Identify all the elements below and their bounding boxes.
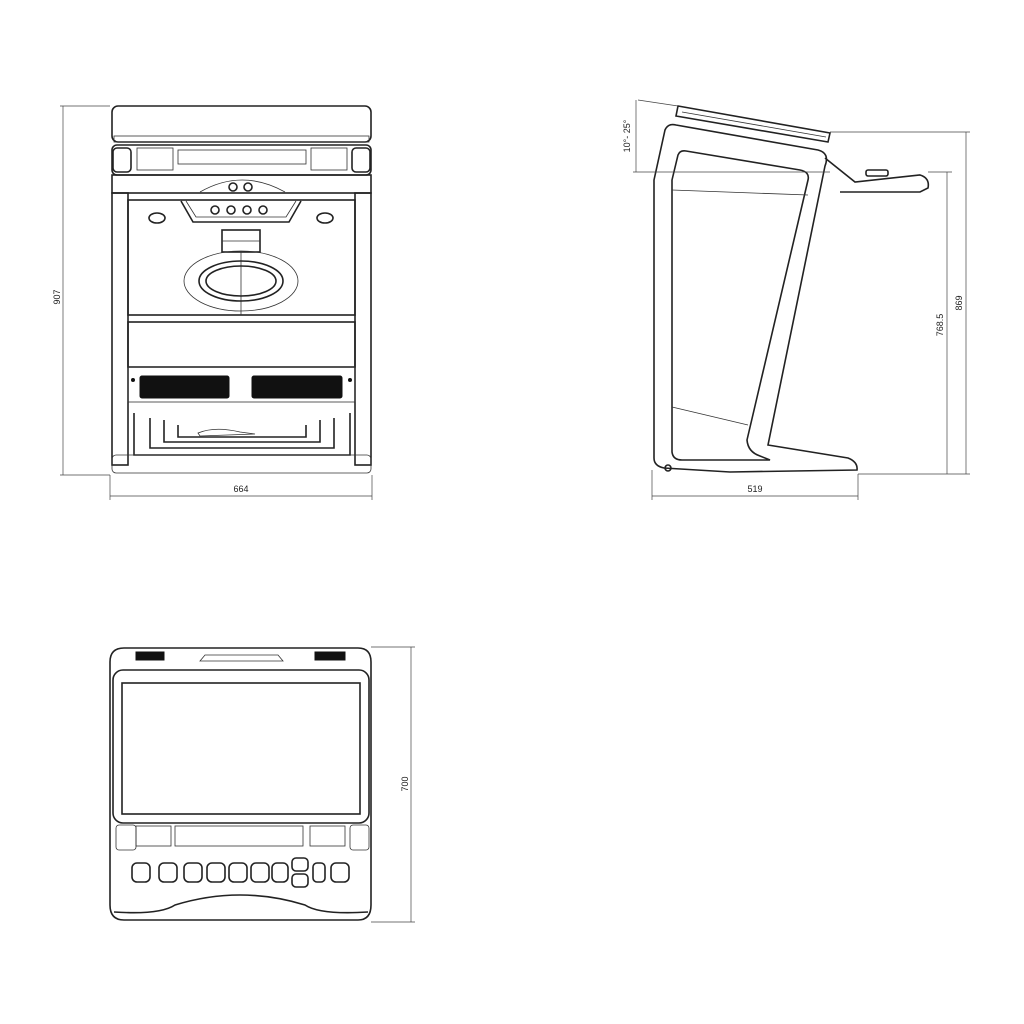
front-panel-upper [127, 199, 356, 316]
console-button[interactable] [250, 862, 270, 883]
top-screen-bezel [112, 669, 370, 824]
side-angle-dimension: 10°- 25° [622, 119, 632, 152]
console-button[interactable] [291, 857, 309, 872]
front-brand-logo [197, 428, 256, 437]
console-button[interactable] [291, 873, 309, 888]
front-left-post [111, 192, 129, 466]
side-height-dimension: 869 [954, 295, 964, 310]
console-button[interactable] [312, 862, 326, 883]
front-width-dimension: 664 [233, 484, 248, 494]
top-slot-right [314, 651, 346, 661]
console-button[interactable] [158, 862, 178, 883]
top-screen [121, 682, 361, 815]
console-button[interactable] [330, 862, 350, 883]
console-button[interactable] [131, 862, 151, 883]
top-outline [109, 647, 372, 921]
top-depth-dimension: 700 [400, 776, 410, 791]
front-top-panel [111, 105, 372, 143]
console-button[interactable] [183, 862, 203, 883]
console-button[interactable] [206, 862, 226, 883]
front-footrest [111, 413, 372, 474]
front-speaker-left [139, 375, 230, 399]
top-button-row [131, 857, 350, 888]
side-seat-height-dimension: 768.5 [935, 314, 945, 337]
front-bar [111, 174, 372, 194]
front-console [111, 144, 372, 176]
side-frame-inner [671, 150, 810, 461]
front-view: 907 664 [52, 105, 373, 500]
top-front-edge [113, 894, 369, 914]
front-height-dimension: 907 [52, 289, 62, 304]
side-keyboard-tray [824, 157, 930, 193]
console-button[interactable] [271, 862, 289, 883]
side-depth-dimension: 519 [747, 484, 762, 494]
top-slot-left [135, 651, 165, 661]
front-speaker-right [251, 375, 343, 399]
side-frame-outer [653, 123, 858, 473]
side-top-panel [675, 105, 831, 143]
top-view: 700 [109, 646, 415, 923]
console-button[interactable] [228, 862, 248, 883]
front-logo-ring [183, 250, 299, 312]
side-view: 10°- 25° 869 768.5 519 [622, 99, 970, 500]
front-panel-middle [127, 321, 356, 368]
front-right-post [354, 192, 372, 466]
